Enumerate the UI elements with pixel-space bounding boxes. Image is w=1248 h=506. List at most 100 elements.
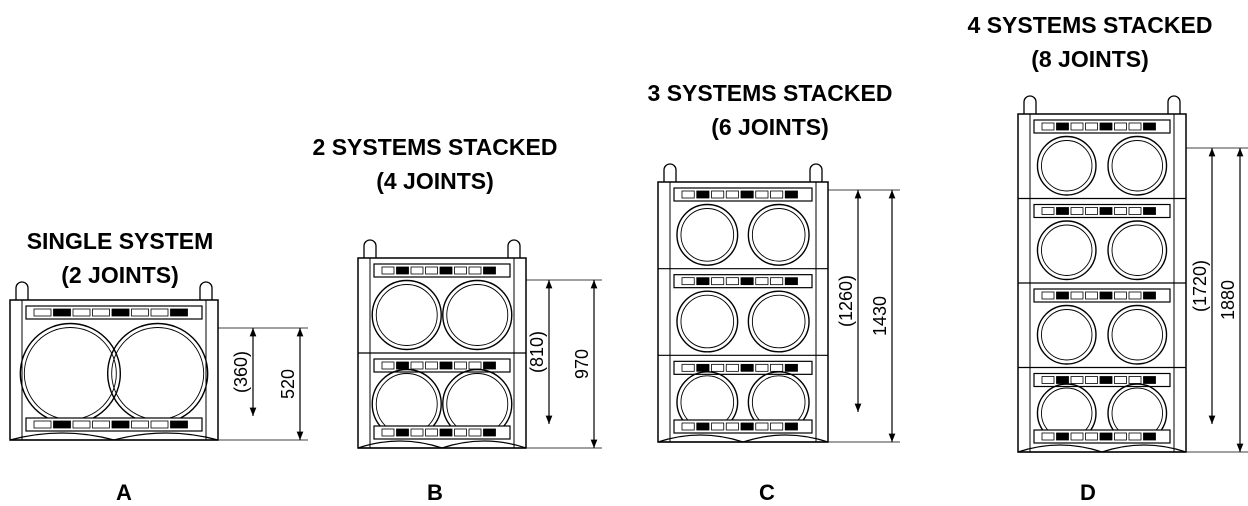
pictogram xyxy=(1143,122,1156,131)
pipe-joint xyxy=(19,322,122,425)
pictogram xyxy=(1041,432,1055,441)
pictogram xyxy=(681,277,695,286)
pipe-joint-inner xyxy=(446,284,509,346)
pipe-joint-inner xyxy=(1041,140,1093,192)
title-d-line1: 4 SYSTEMS STACKED xyxy=(967,12,1213,38)
pipe-joint xyxy=(1036,304,1097,365)
pictogram xyxy=(1070,291,1084,300)
pipe-joint xyxy=(106,322,209,425)
pipe-joint-inner xyxy=(446,373,509,435)
pipe-joint-inner xyxy=(1111,309,1163,361)
pipe-joint-inner xyxy=(680,208,735,262)
lifting-lug xyxy=(809,163,823,182)
pictogram xyxy=(381,361,395,370)
lifting-lug xyxy=(15,281,29,300)
title-a-line2: (2 JOINTS) xyxy=(61,262,179,288)
pictogram xyxy=(33,308,52,317)
pictogram xyxy=(425,428,438,437)
pictogram xyxy=(770,277,784,286)
pictogram xyxy=(111,308,130,317)
pipe-joint-inner xyxy=(1041,309,1093,361)
dimension-c: (1260) 1430 xyxy=(828,189,900,443)
pictogram xyxy=(381,266,395,275)
pictogram xyxy=(92,420,110,429)
pictogram xyxy=(1114,432,1127,441)
pictogram xyxy=(53,308,71,317)
pictogram xyxy=(784,363,798,372)
base-arch xyxy=(657,434,829,443)
pictogram xyxy=(53,420,71,429)
base-arch xyxy=(357,440,527,449)
pictogram xyxy=(1099,432,1113,441)
inner-dimension-label: (1260) xyxy=(836,275,856,327)
pictogram xyxy=(711,422,725,431)
pictogram xyxy=(740,190,754,199)
title-d-line2: (8 JOINTS) xyxy=(1031,46,1149,72)
outer-dimension-label: 520 xyxy=(278,369,298,399)
pictogram xyxy=(725,363,739,372)
pictogram xyxy=(1085,207,1098,215)
pictogram xyxy=(1070,207,1084,215)
pictogram xyxy=(170,308,188,317)
pipe-joint xyxy=(1107,135,1168,196)
base-arch xyxy=(1017,444,1187,453)
lifting-lug xyxy=(1023,95,1037,114)
title-c-line2: (6 JOINTS) xyxy=(711,114,829,140)
pictogram xyxy=(711,277,725,286)
pipe-joint-inner xyxy=(1111,224,1163,276)
pipe-joint-inner xyxy=(1111,140,1163,192)
title-b-line2: (4 JOINTS) xyxy=(376,168,494,194)
frame-a xyxy=(9,281,219,441)
lifting-lug xyxy=(507,239,521,258)
pictogram xyxy=(696,190,710,199)
pictogram xyxy=(740,422,754,431)
pictogram xyxy=(1056,376,1069,384)
pipe-joint xyxy=(442,279,513,351)
label-d: D xyxy=(1080,480,1096,505)
outer-dimension-label: 970 xyxy=(572,349,592,379)
pictogram xyxy=(1070,376,1084,384)
title-b-line1: 2 SYSTEMS STACKED xyxy=(312,134,558,160)
pictogram xyxy=(740,363,754,372)
pictogram xyxy=(150,420,169,429)
pictogram xyxy=(33,420,52,429)
pictogram xyxy=(454,361,467,370)
pictogram xyxy=(483,361,496,370)
pictogram xyxy=(1114,376,1127,384)
title-3-systems: 3 SYSTEMS STACKED (6 JOINTS) xyxy=(625,76,915,144)
outer-dimension-label: 1430 xyxy=(870,296,890,336)
pictogram xyxy=(1099,207,1113,215)
pictogram xyxy=(784,190,798,199)
lifting-lug xyxy=(363,239,377,258)
pictogram xyxy=(681,190,695,199)
lifting-lug xyxy=(199,281,213,300)
pictogram xyxy=(150,308,169,317)
pipe-joint xyxy=(1036,220,1097,281)
pictogram xyxy=(92,308,110,317)
pictogram xyxy=(425,266,438,275)
pipe-joint xyxy=(1036,135,1097,196)
frame-b xyxy=(357,239,527,449)
pipe-joint-inner xyxy=(375,373,438,435)
pictogram xyxy=(1128,122,1142,131)
pictogram xyxy=(725,277,739,286)
pictogram xyxy=(381,428,395,437)
pictogram xyxy=(131,420,149,429)
outer-dimension-label: 1880 xyxy=(1218,280,1238,320)
pictogram xyxy=(1085,122,1098,131)
pictogram xyxy=(1056,432,1069,441)
pictogram xyxy=(1041,376,1055,384)
pictogram xyxy=(755,422,769,431)
pictogram xyxy=(1128,291,1142,300)
base-arch xyxy=(9,432,219,441)
pictogram xyxy=(396,266,409,275)
pictogram xyxy=(1114,207,1127,215)
pictogram xyxy=(1070,432,1084,441)
pictogram xyxy=(396,361,409,370)
pipe-joint xyxy=(747,290,810,353)
pictogram xyxy=(1128,207,1142,215)
inner-dimension-label: (1720) xyxy=(1190,260,1210,312)
lifting-lug xyxy=(1167,95,1181,114)
pipe-joint-inner xyxy=(111,327,205,420)
pipe-joint-inner xyxy=(680,294,735,349)
